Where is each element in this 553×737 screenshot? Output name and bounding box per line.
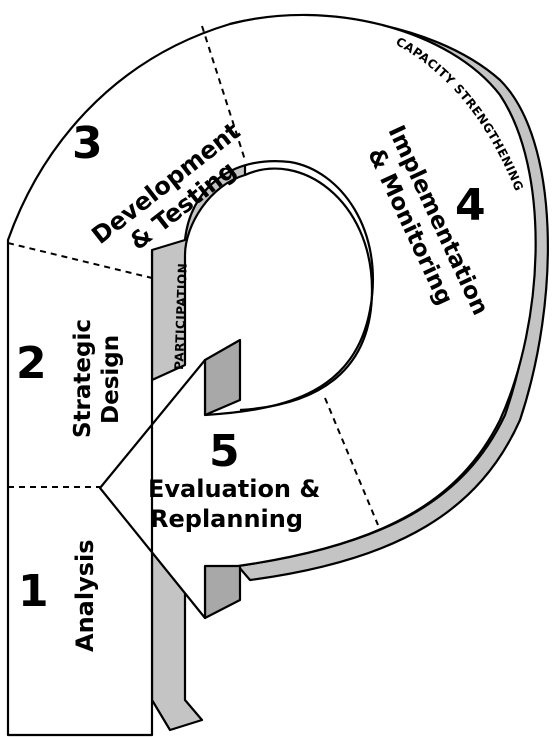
stage-4-number: 4 <box>455 180 486 231</box>
stage-2-label: Strategic Design <box>70 319 124 438</box>
stage-2-label-line-1: Strategic <box>70 319 96 438</box>
stage-1-label: Analysis <box>71 539 99 652</box>
divider-2-3 <box>7 242 153 279</box>
divider-3-4 <box>201 25 246 161</box>
stage-5-number: 5 <box>209 426 240 477</box>
stage-5-label-line-1: Evaluation & <box>148 475 320 503</box>
stage-2-number: 2 <box>16 338 47 389</box>
divider-4-5 <box>324 397 379 526</box>
stage-5-label-line-2: Replanning <box>150 505 303 533</box>
p-shape-face <box>6 13 537 737</box>
participation-band-label: PARTICIPATION <box>172 263 190 370</box>
arrow-side <box>203 338 242 417</box>
inner-hole-rim <box>239 167 374 412</box>
stage-3-number: 3 <box>72 118 103 169</box>
stage-1-number: 1 <box>18 566 49 617</box>
stage-2-label-line-2: Design <box>98 335 124 424</box>
